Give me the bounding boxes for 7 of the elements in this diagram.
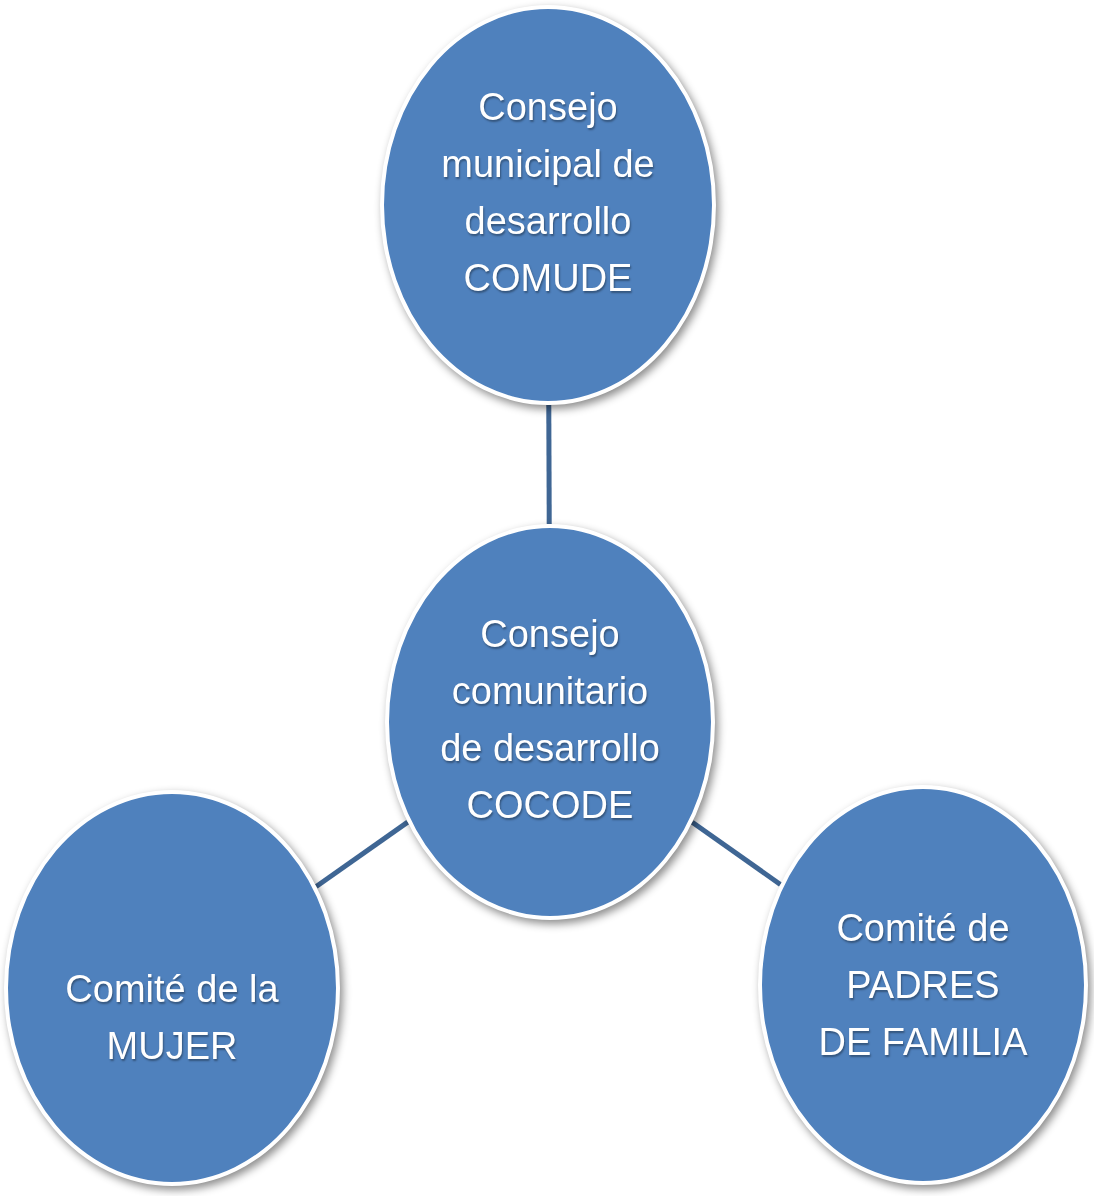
node-label: Consejo comunitario de desarrollo COCODE [439, 612, 661, 828]
connector-line [546, 405, 552, 524]
node-label: Comité de la MUJER [64, 967, 280, 1069]
connector-line [690, 820, 782, 887]
node-label: Comité de PADRES DE FAMILIA [818, 905, 1028, 1065]
connector-line [314, 820, 410, 889]
node-label: Consejo municipal de desarrollo COMUDE [440, 85, 656, 301]
